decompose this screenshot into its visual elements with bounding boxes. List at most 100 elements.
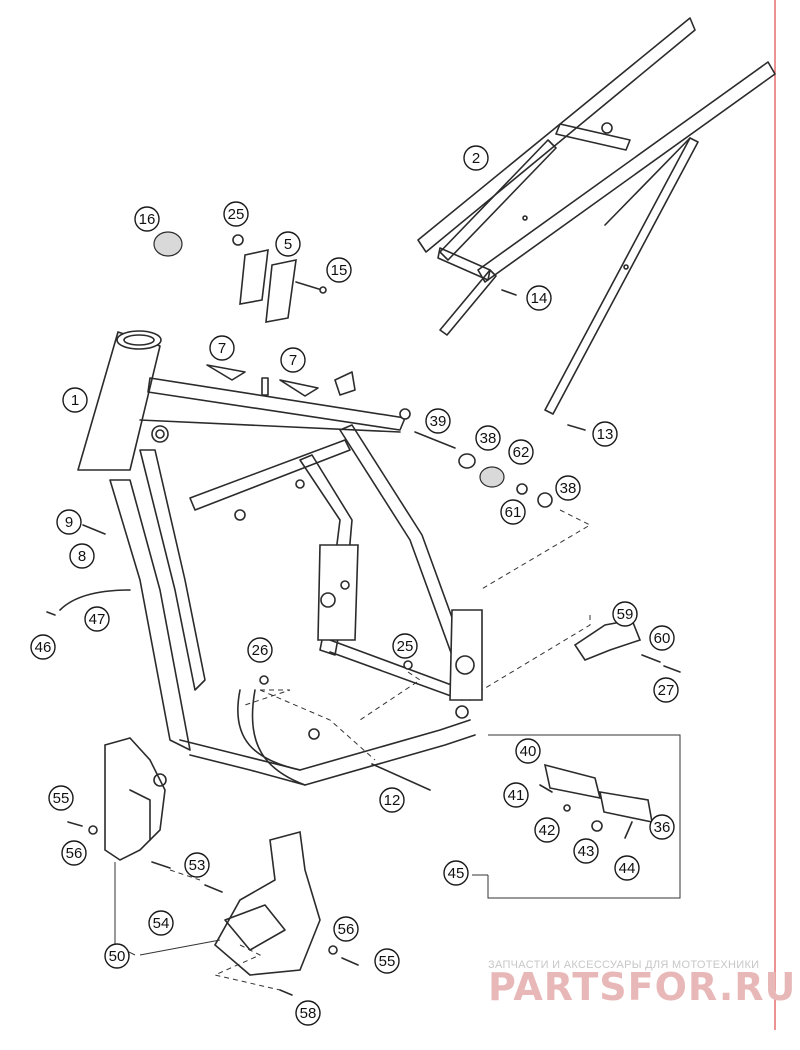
callout-number: 40 bbox=[520, 743, 537, 760]
callout-9: 9 bbox=[56, 509, 82, 535]
callout-60: 60 bbox=[649, 625, 675, 651]
callout-42: 42 bbox=[534, 817, 560, 843]
callout-61: 61 bbox=[500, 499, 526, 525]
callout-circle bbox=[48, 785, 74, 811]
callout-number: 15 bbox=[331, 262, 348, 279]
callout-circle bbox=[614, 855, 640, 881]
callout-55: 55 bbox=[48, 785, 74, 811]
callout-26: 26 bbox=[247, 637, 273, 663]
watermark-tagline: ЗАПЧАСТИ И АКСЕССУАРЫ ДЛЯ МОТОТЕХНИКИ bbox=[488, 959, 759, 971]
callout-circle bbox=[534, 817, 560, 843]
callout-55: 55 bbox=[374, 948, 400, 974]
callout-47: 47 bbox=[84, 606, 110, 632]
callout-number: 39 bbox=[430, 413, 447, 430]
callout-circle bbox=[515, 738, 541, 764]
callout-number: 56 bbox=[66, 845, 83, 862]
callout-number: 16 bbox=[139, 211, 156, 228]
callout-circle bbox=[503, 782, 529, 808]
callout-circle bbox=[295, 1000, 321, 1026]
callout-number: 9 bbox=[65, 514, 73, 531]
callout-circle bbox=[379, 787, 405, 813]
callout-circle bbox=[61, 840, 87, 866]
callout-circle bbox=[56, 509, 82, 535]
callout-circle bbox=[69, 543, 95, 569]
callout-number: 44 bbox=[619, 860, 636, 877]
callout-circle bbox=[184, 852, 210, 878]
callout-5: 5 bbox=[275, 231, 301, 257]
callout-number: 46 bbox=[35, 639, 52, 656]
callout-25: 25 bbox=[223, 201, 249, 227]
small-parts bbox=[46, 231, 681, 996]
callout-circle bbox=[134, 206, 160, 232]
callout-58: 58 bbox=[295, 1000, 321, 1026]
callout-number: 61 bbox=[505, 504, 522, 521]
callout-7: 7 bbox=[280, 347, 306, 373]
callout-number: 7 bbox=[289, 352, 297, 369]
callout-number: 12 bbox=[384, 792, 401, 809]
callout-16: 16 bbox=[134, 206, 160, 232]
callout-13: 13 bbox=[592, 421, 618, 447]
callout-number: 55 bbox=[53, 790, 70, 807]
callout-8: 8 bbox=[69, 543, 95, 569]
callout-circle bbox=[443, 860, 469, 886]
callout-2: 2 bbox=[463, 145, 489, 171]
callout-circle bbox=[223, 201, 249, 227]
callout-circle bbox=[280, 347, 306, 373]
callout-number: 43 bbox=[578, 843, 595, 860]
callout-circle bbox=[653, 677, 679, 703]
callout-number: 60 bbox=[654, 630, 671, 647]
callout-36: 36 bbox=[649, 814, 675, 840]
callout-56: 56 bbox=[61, 840, 87, 866]
callout-number: 38 bbox=[480, 430, 497, 447]
callout-circle bbox=[425, 408, 451, 434]
callout-number: 45 bbox=[448, 865, 465, 882]
callout-number: 54 bbox=[153, 915, 170, 932]
callout-circle bbox=[612, 601, 638, 627]
callout-number: 27 bbox=[658, 682, 675, 699]
callout-46: 46 bbox=[30, 634, 56, 660]
callout-circle bbox=[84, 606, 110, 632]
callout-62: 62 bbox=[508, 439, 534, 465]
callout-number: 25 bbox=[228, 206, 245, 223]
callout-12: 12 bbox=[379, 787, 405, 813]
callout-number: 5 bbox=[284, 236, 292, 253]
callout-number: 50 bbox=[109, 948, 126, 965]
callout-circle bbox=[326, 257, 352, 283]
callout-15: 15 bbox=[326, 257, 352, 283]
callout-39: 39 bbox=[425, 408, 451, 434]
callout-45: 45 bbox=[443, 860, 469, 886]
callout-25: 25 bbox=[392, 633, 418, 659]
callout-circle bbox=[526, 285, 552, 311]
callout-number: 62 bbox=[513, 444, 530, 461]
callout-38: 38 bbox=[555, 475, 581, 501]
callout-number: 13 bbox=[597, 426, 614, 443]
callout-number: 56 bbox=[338, 921, 355, 938]
callout-38: 38 bbox=[475, 425, 501, 451]
callout-41: 41 bbox=[503, 782, 529, 808]
callout-circle bbox=[333, 916, 359, 942]
callout-number: 53 bbox=[189, 857, 206, 874]
callout-circle bbox=[148, 910, 174, 936]
callout-1: 1 bbox=[62, 387, 88, 413]
callout-number: 25 bbox=[397, 638, 414, 655]
callout-circle bbox=[62, 387, 88, 413]
callout-14: 14 bbox=[526, 285, 552, 311]
callout-number: 47 bbox=[89, 611, 106, 628]
callout-circle bbox=[392, 633, 418, 659]
callout-59: 59 bbox=[612, 601, 638, 627]
callout-circle bbox=[275, 231, 301, 257]
callout-number: 42 bbox=[539, 822, 556, 839]
main-frame bbox=[77, 330, 483, 786]
callout-circle bbox=[649, 814, 675, 840]
callout-circle bbox=[475, 425, 501, 451]
callout-50: 50 bbox=[104, 943, 130, 969]
callout-number: 8 bbox=[78, 548, 86, 565]
callout-number: 1 bbox=[71, 392, 79, 409]
callout-circle bbox=[555, 475, 581, 501]
callout-53: 53 bbox=[184, 852, 210, 878]
subframe bbox=[417, 17, 776, 415]
callout-circle bbox=[247, 637, 273, 663]
callout-number: 41 bbox=[508, 787, 525, 804]
callout-7: 7 bbox=[209, 335, 235, 361]
